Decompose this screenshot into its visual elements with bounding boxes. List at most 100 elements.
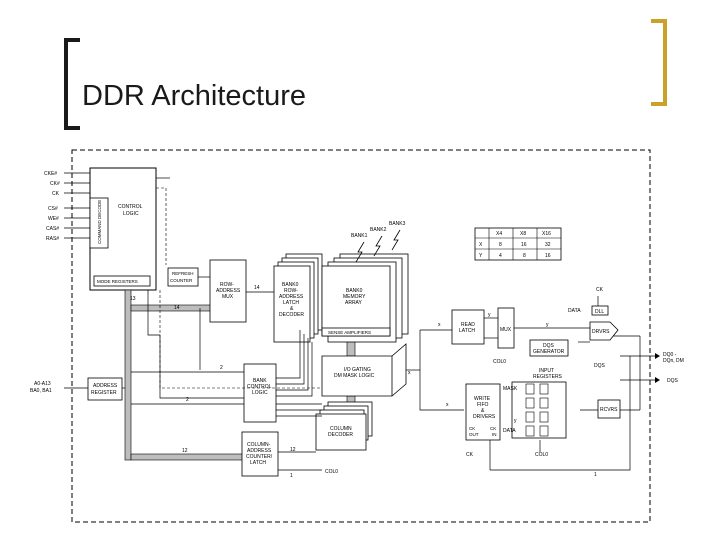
column-counter-label-1: COLUMN-	[247, 442, 271, 448]
svg-text:1: 1	[594, 472, 597, 478]
dqs-label: DQS	[594, 363, 606, 369]
mux-block	[497, 307, 515, 349]
fifo-in: IN	[492, 432, 497, 437]
memory-array-label-1: BANK0	[346, 288, 363, 294]
svg-text:13: 13	[130, 296, 136, 302]
col0-read-label: COL0	[493, 359, 506, 365]
table-header-x4: X4	[496, 231, 502, 237]
svg-text:14: 14	[174, 305, 180, 311]
bank3-label: BANK3	[389, 221, 406, 227]
read-latch-block	[451, 309, 485, 345]
write-fifo-label-1: WRITE	[474, 396, 491, 402]
refresh-counter-label-2: COUNTER	[170, 278, 193, 283]
table-header-x16: X16	[542, 231, 551, 237]
write-fifo-label-4: DRIVERS	[473, 414, 496, 420]
bank-arrows	[355, 229, 401, 263]
ck-label: CK	[596, 287, 604, 293]
input-registers-label-2: REGISTERS	[533, 374, 563, 380]
mask-label: MASK	[503, 386, 518, 392]
read-latch-label-2: LATCH	[459, 328, 475, 334]
control-logic-label-1: CONTROL	[118, 204, 143, 210]
bank-control-label-2: CONTROL	[247, 384, 272, 390]
mode-registers-block	[93, 275, 151, 287]
sense-amplifiers-label: SENSE AMPLIFIERS	[328, 330, 371, 335]
output-dqs-label: DQS	[667, 378, 679, 384]
right-bracket	[651, 19, 667, 106]
left-bracket	[64, 38, 80, 130]
rcvrs-label: RCVRS	[600, 407, 618, 413]
write-fifo-label-2: FIFO	[477, 402, 488, 408]
row-latch-label-2: ROW-	[284, 288, 298, 294]
bank2-label: BANK2	[370, 227, 387, 233]
mode-registers-label: MODE REGISTERS	[97, 279, 138, 284]
row-latch-label-6: DECODER	[279, 312, 304, 318]
row-latch-label-1: BANK0	[282, 282, 299, 288]
svg-text:14: 14	[254, 285, 260, 291]
refresh-counter-label-1: REFRESH	[172, 271, 194, 276]
table-row-x-x8: 16	[521, 242, 527, 248]
io-gating-label-2: DM MASK LOGIC	[334, 373, 375, 379]
read-latch-label-1: READ	[461, 322, 475, 328]
input-we: WE#	[48, 216, 59, 222]
col0-output-label: COL0	[325, 469, 338, 475]
input-ras: RAS#	[46, 236, 59, 242]
slide-title: DDR Architecture	[82, 80, 307, 112]
svg-text:12: 12	[290, 447, 296, 453]
bank0-row-latch-block	[273, 265, 311, 343]
input-ck: CK	[52, 191, 60, 197]
left-input-lines	[64, 172, 90, 239]
column-decoder-label-2: DECODER	[328, 432, 353, 438]
command-decode-label: COMMAND DECODE	[97, 200, 102, 244]
dashed-control-lines	[156, 187, 320, 389]
table-row-y-x8: 8	[523, 253, 526, 259]
address-register-label-2: REGISTER	[91, 390, 117, 396]
table-row-x-label: X	[479, 242, 483, 248]
row-latch-label-4: LATCH	[283, 300, 299, 306]
bus-width-labels: 14 14 13 2 2 12 12 x x y y x y 1 1	[130, 285, 597, 479]
row-mux-label-3: MUX	[222, 294, 234, 300]
output-dq-label-2: DQn, DM	[663, 358, 684, 364]
row-mux-label-1: ROW-	[220, 282, 234, 288]
write-fifo-label-3: &	[481, 408, 485, 414]
output-arrows	[655, 353, 660, 383]
input-cas: CAS#	[46, 226, 59, 232]
svg-text:x: x	[438, 322, 441, 328]
dqs-generator-label-1: DQS	[543, 343, 555, 349]
input-registers-label-1: INPUT	[539, 368, 554, 374]
table-row-y-x4: 4	[499, 253, 502, 259]
column-counter-label-3: COUNTER/	[246, 454, 273, 460]
fifo-out: OUT	[469, 432, 479, 437]
dll-label: DLL	[595, 309, 604, 315]
column-counter-label-2: ADDRESS	[247, 448, 272, 454]
address-register-block	[87, 377, 123, 401]
column-decoder-block	[315, 413, 367, 451]
rcvrs-block	[597, 399, 621, 419]
control-logic-label-2: LOGIC	[123, 211, 139, 217]
input-registers-block	[511, 381, 567, 439]
svg-text:12: 12	[182, 448, 188, 454]
svg-text:x: x	[446, 402, 449, 408]
fifo-ck-in: CK	[490, 426, 496, 431]
row-latch-label-5: &	[290, 306, 294, 312]
bank-control-label-1: BANK	[253, 378, 267, 384]
table-row-x-x4: 8	[499, 242, 502, 248]
connection-lines	[122, 177, 655, 471]
svg-text:x: x	[408, 370, 411, 376]
write-fifo-block	[465, 383, 501, 441]
row-mux-label-2: ADDRESS	[216, 288, 241, 294]
bank-control-logic-block	[243, 363, 277, 423]
input-ck-bar: CK#	[50, 181, 60, 187]
svg-text:2: 2	[186, 397, 189, 403]
ck-input-label: CK	[466, 452, 474, 458]
memory-array-label-2: MEMORY	[343, 294, 366, 300]
width-table: X4 X8 X16 X 8 16 32 Y 4 8 16	[474, 227, 562, 261]
drvrs-label: DRVRS	[592, 329, 610, 335]
svg-text:2: 2	[220, 365, 223, 371]
sense-amplifiers-block	[321, 327, 391, 337]
dqs-generator-label-2: GENERATOR	[533, 349, 565, 355]
output-dq-label-1: DQ0 -	[663, 352, 677, 358]
svg-text:y: y	[514, 418, 517, 424]
dll-block	[591, 305, 609, 316]
input-cs: CS#	[48, 206, 58, 212]
